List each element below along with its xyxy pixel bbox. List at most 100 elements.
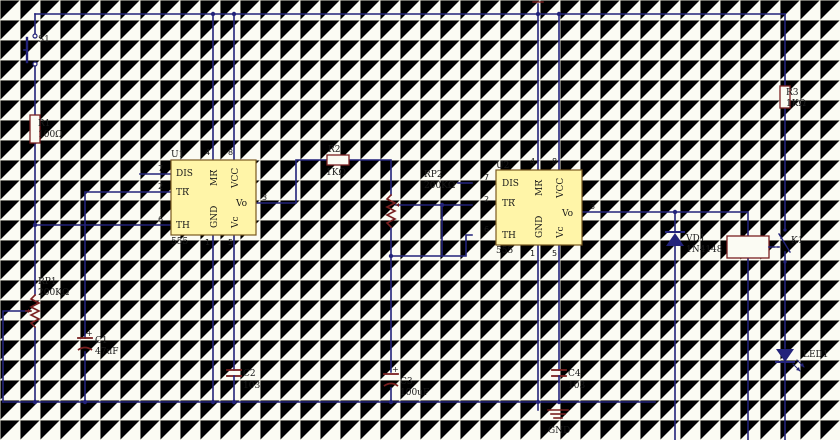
u1-pinno-dis: 7 xyxy=(158,164,163,173)
diode-vd1: VD1 1N4148 xyxy=(665,231,723,255)
u2-pinno-gnd: 1 xyxy=(530,249,535,258)
junction xyxy=(388,253,394,259)
c1-ref: C1 xyxy=(95,336,108,346)
u1-pin-vo: Vo xyxy=(235,199,247,209)
u2-pinno-vcc: 8 xyxy=(552,157,557,166)
wire-u1-vo xyxy=(255,159,328,204)
wire-u2-th xyxy=(390,234,473,257)
capacitor-c1: + C1 47uF xyxy=(77,329,119,357)
r1-ref: R1 xyxy=(38,119,51,129)
u2-pinno-dis: 7 xyxy=(484,173,489,182)
ground-symbol-bottom: GND xyxy=(547,409,570,436)
junction xyxy=(231,11,237,17)
capacitor-c2: C2 103 xyxy=(226,369,260,391)
c4-ref: C4 xyxy=(568,369,581,379)
resistor-r2: R2 1KΩ xyxy=(326,145,350,178)
potentiometer-rp1: RP1 200KΩ xyxy=(25,277,69,329)
k1-ref: K1 xyxy=(791,236,803,246)
rp2-ref: RP2 xyxy=(424,170,443,180)
junction xyxy=(535,11,541,17)
junction xyxy=(82,399,88,405)
junction xyxy=(535,399,541,405)
rp1-ref: RP1 xyxy=(38,277,57,287)
capacitor-c3: + C3 100uF xyxy=(383,365,429,398)
u2-pin-vcc: VCC xyxy=(556,178,566,199)
relay-k1: K1 xyxy=(726,228,803,264)
vd1-value: 1N4148 xyxy=(686,245,723,255)
u1-pin-vc: Vc xyxy=(231,216,241,229)
u2-pin-gnd: GND xyxy=(535,216,545,238)
u1-pin-dis: DIS xyxy=(176,169,193,179)
c3-ref: C3 xyxy=(400,377,413,387)
u1-pinno-mr: 4 xyxy=(205,148,210,157)
junction xyxy=(210,399,216,405)
u2-pin-tr: TR xyxy=(502,199,515,209)
led1-ref: LED1 xyxy=(803,350,829,360)
c4-value: 103 xyxy=(568,381,585,391)
vd1-ref: VD1 xyxy=(685,234,705,244)
u2-pinno-vc: 5 xyxy=(552,249,557,258)
u1-type: 555 xyxy=(171,237,188,247)
capacitor-c4: C4 103 xyxy=(551,369,585,391)
wire-r2-rp2 xyxy=(348,159,392,196)
u2-pin-dis: DIS xyxy=(502,179,519,189)
r3-value: 1KΩ xyxy=(786,99,806,109)
switch-s1: S1 xyxy=(23,33,50,67)
junction xyxy=(556,399,562,405)
u2-pinno-vo: 3 xyxy=(590,202,595,211)
junction xyxy=(32,399,38,405)
ground-label: GND xyxy=(548,426,570,436)
u1-pinno-th: 6 xyxy=(158,215,163,224)
junction xyxy=(388,399,394,405)
u2-type: 555 xyxy=(496,246,513,256)
r3-ref: R3 xyxy=(786,88,799,98)
switch-label: S1 xyxy=(38,35,50,45)
u2-pinno-mr: 4 xyxy=(530,157,535,166)
resistor-r3: R3 1KΩ xyxy=(779,85,806,109)
u1-pin-vcc: VCC xyxy=(231,168,241,189)
u1-ref: U1 xyxy=(171,150,184,160)
u1-pinno-tr: 2 xyxy=(158,182,163,191)
resistor-r1: R1 100Ω xyxy=(29,114,63,144)
u2-pin-vc: Vc xyxy=(556,226,566,239)
u2-pin-vo: Vo xyxy=(561,209,573,219)
u2-ref: U2 xyxy=(496,161,509,171)
u1-pin-mr: MR xyxy=(210,170,220,186)
rp2-value: 200KΩ xyxy=(424,181,455,191)
r2-value: 1KΩ xyxy=(326,168,346,178)
u1-pin-tr: TR xyxy=(176,188,189,198)
u1-pinno-vo: 3 xyxy=(262,193,267,202)
wire-u2-vo xyxy=(581,211,749,237)
junction xyxy=(231,399,237,405)
r1-value: 100Ω xyxy=(38,130,63,140)
svg-text:+: + xyxy=(392,365,399,374)
u2-pin-th: TH xyxy=(502,231,516,241)
u2-pin-mr: MR xyxy=(535,180,545,196)
u1-pinno-gnd: 1 xyxy=(205,238,210,247)
u1-pinno-vc: 5 xyxy=(228,238,233,247)
junctions xyxy=(32,11,678,405)
wire-u1-tr xyxy=(84,191,172,339)
junction xyxy=(210,11,216,17)
r2-ref: R2 xyxy=(328,145,341,155)
u1-pinno-vcc: 8 xyxy=(228,148,233,157)
u1-pin-gnd: GND xyxy=(210,206,220,228)
svg-text:+: + xyxy=(86,329,93,338)
rp1-value: 200KΩ xyxy=(38,288,69,298)
u1-pin-th: TH xyxy=(176,221,190,231)
led-led1: LED1 xyxy=(775,349,829,372)
c2-value: 103 xyxy=(243,381,260,391)
junction xyxy=(32,222,38,228)
junction xyxy=(556,11,562,17)
junction xyxy=(439,202,445,208)
c3-value: 100uF xyxy=(400,388,429,398)
u2-pinno-tr: 2 xyxy=(484,195,489,204)
wires xyxy=(2,3,786,440)
junction xyxy=(672,209,678,215)
c1-value: 47uF xyxy=(95,347,119,357)
ic-u2: U2 555 DIS TR TH Vo MR VCC GND Vc 7 2 6 … xyxy=(484,157,595,258)
u2-pinno-th: 6 xyxy=(484,225,489,234)
